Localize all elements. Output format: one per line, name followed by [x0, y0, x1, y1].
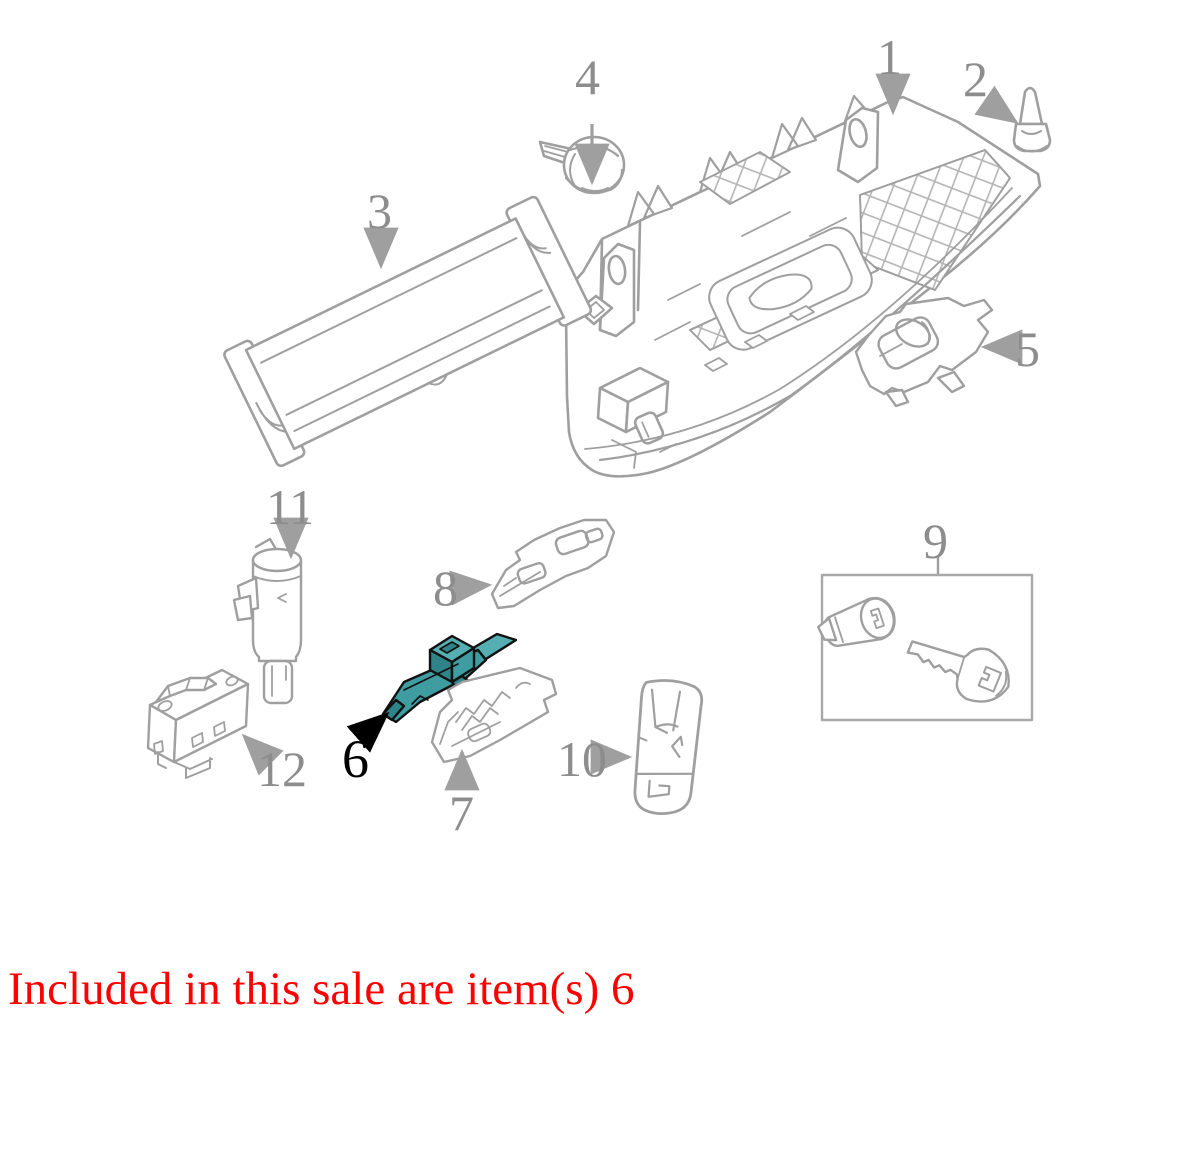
part-7-drawing [430, 666, 558, 764]
callout-4: 4 [575, 49, 600, 105]
callout-6-highlighted: 6 [342, 729, 369, 789]
part-8-drawing [490, 518, 616, 610]
part-2-drawing [1012, 86, 1052, 153]
part-3-drawing [223, 195, 593, 468]
arrow-to-part-12-icon [241, 733, 284, 776]
part-1-drawing [564, 94, 1042, 478]
callout-arrows [241, 73, 1023, 791]
arrow-to-part-2-icon [974, 85, 1019, 124]
callout-10: 10 [557, 731, 607, 787]
callout-1: 1 [877, 29, 902, 85]
callout-5: 5 [1015, 321, 1040, 377]
part-11-drawing [232, 537, 303, 705]
callout-9: 9 [923, 513, 948, 569]
part-9-drawing [817, 556, 1034, 722]
callout-8: 8 [433, 560, 458, 616]
callout-2: 2 [963, 51, 988, 107]
arrow-to-part-8-icon [449, 570, 493, 606]
part-4-drawing [538, 135, 626, 195]
part-6-drawing-highlighted [381, 632, 518, 724]
callout-11: 11 [266, 479, 315, 535]
callout-12: 12 [257, 741, 307, 797]
callout-3: 3 [367, 183, 392, 239]
arrow-to-part-6-icon [346, 711, 390, 753]
part-10-drawing [633, 679, 704, 815]
included-items-caption: Included in this sale are item(s) 6 [8, 963, 635, 1015]
part-12-drawing [146, 668, 250, 779]
part-5-drawing [854, 296, 994, 408]
callout-7: 7 [449, 785, 474, 841]
